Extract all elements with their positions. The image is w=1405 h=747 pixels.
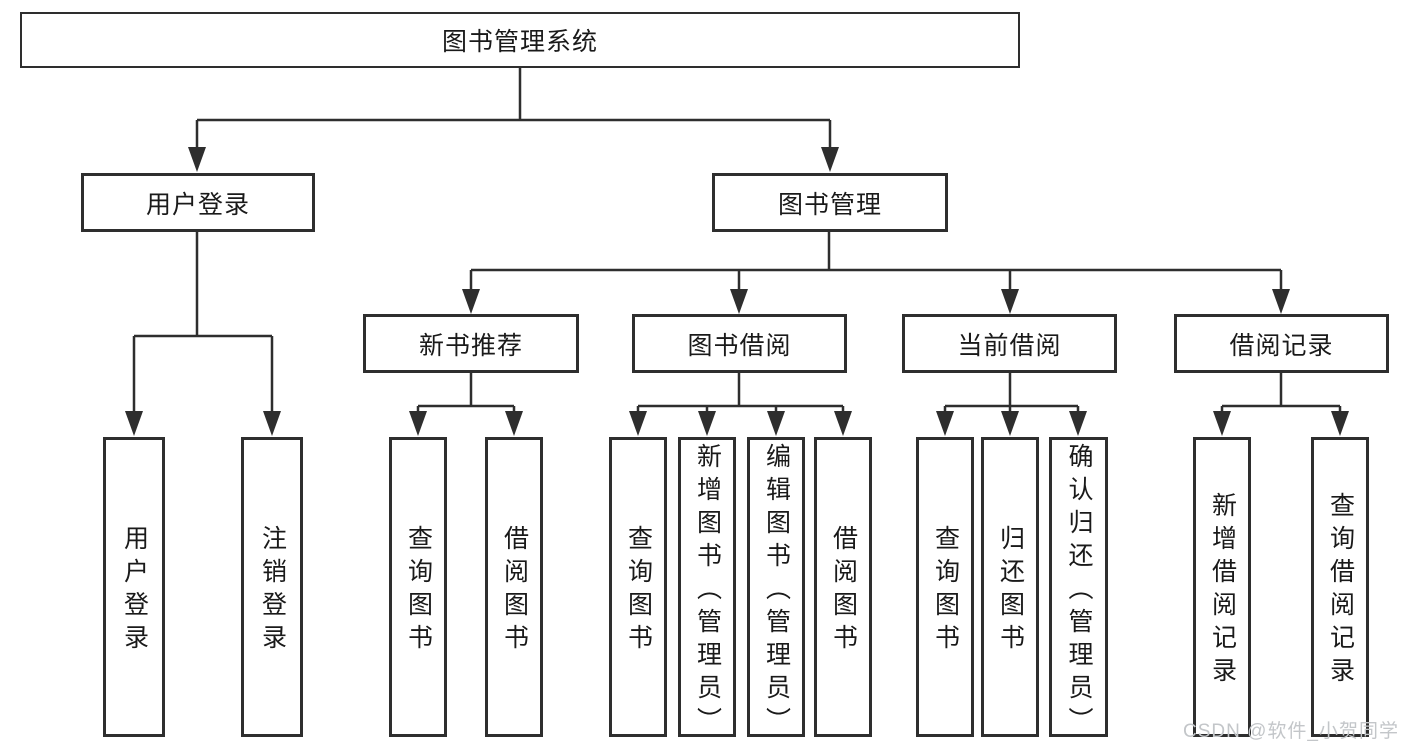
leaf-label: 归还图书 [996, 525, 1025, 657]
node-label: 图书管理 [777, 190, 882, 219]
node-new-book-recommend: 新书推荐 [363, 314, 579, 373]
leaf-label: 用户登录 [120, 525, 149, 657]
leaf-label: 查询借阅记录 [1326, 492, 1355, 690]
node-label: 当前借阅 [957, 331, 1062, 360]
node-borrow-records: 借阅记录 [1174, 314, 1389, 373]
leaf-add-books-admin: 新增图书（管理员） [678, 437, 736, 740]
leaf-query-borrow-record: 查询借阅记录 [1311, 437, 1369, 737]
leaf-add-borrow-record: 新增借阅记录 [1193, 437, 1251, 737]
node-user-login: 用户登录 [81, 173, 315, 232]
leaf-borrow-books: 借阅图书 [814, 437, 872, 737]
leaf-edit-books-admin: 编辑图书（管理员） [747, 437, 805, 740]
leaf-confirm-return-admin: 确认归还（管理员） [1049, 437, 1108, 740]
node-book-borrow: 图书借阅 [632, 314, 847, 373]
leaf-label: 借阅图书 [500, 525, 529, 657]
node-label: 图书借阅 [687, 331, 792, 360]
node-label: 图书管理系统 [441, 28, 598, 56]
leaf-label: 注销登录 [258, 525, 287, 657]
leaf-label: 查询图书 [624, 525, 653, 657]
leaf-label: 确认归还（管理员） [1065, 442, 1093, 740]
leaf-label: 新增图书（管理员） [693, 442, 722, 740]
leaf-return-books: 归还图书 [981, 437, 1039, 737]
leaf-label: 查询图书 [931, 525, 960, 657]
node-book-management: 图书管理 [712, 173, 948, 232]
leaf-label: 查询图书 [404, 525, 433, 657]
node-library-management-system: 图书管理系统 [20, 12, 1020, 68]
node-label: 借阅记录 [1229, 331, 1334, 360]
leaf-label: 编辑图书（管理员） [762, 442, 791, 740]
csdn-watermark: CSDN @软件_小贺同学 [1183, 721, 1399, 742]
leaf-label: 新增借阅记录 [1208, 492, 1237, 690]
leaf-label: 借阅图书 [829, 525, 858, 657]
leaf-borrow-books-recommend: 借阅图书 [485, 437, 543, 737]
node-current-borrow: 当前借阅 [902, 314, 1117, 373]
leaf-query-books-borrow: 查询图书 [609, 437, 667, 737]
leaf-query-books-recommend: 查询图书 [389, 437, 447, 737]
leaf-query-books-current: 查询图书 [916, 437, 974, 737]
arrowheads [125, 147, 1349, 436]
node-label: 用户登录 [145, 190, 250, 219]
leaf-logout: 注销登录 [241, 437, 303, 737]
leaf-user-login: 用户登录 [103, 437, 165, 737]
node-label: 新书推荐 [418, 331, 523, 360]
